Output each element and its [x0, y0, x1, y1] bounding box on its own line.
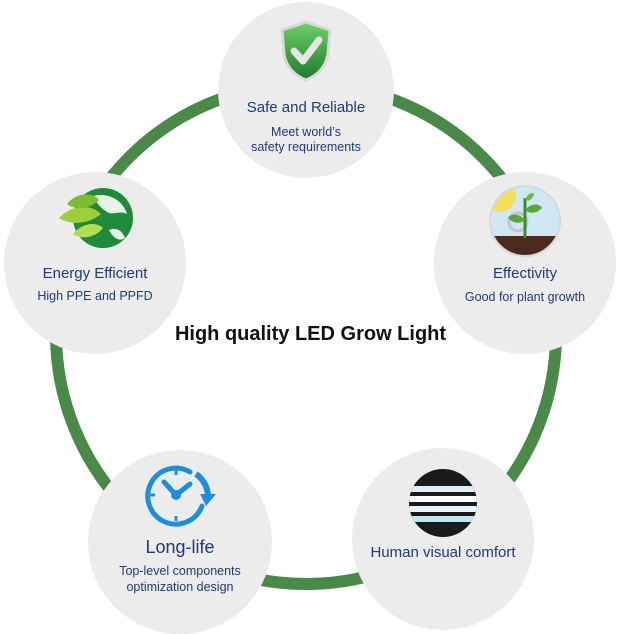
diagram-title: High quality LED Grow Light	[174, 323, 447, 345]
feature-effectivity: Effectivity Good for plant growth	[434, 172, 616, 354]
feature-title: Long-life	[145, 537, 215, 557]
feature-subtitle: Top-level components	[119, 564, 241, 578]
feature-subtitle: High PPE and PPFD	[37, 289, 153, 303]
feature-subtitle: safety requirements	[251, 140, 361, 154]
plant-sun-icon	[489, 185, 561, 257]
feature-title: Human visual comfort	[370, 544, 516, 561]
feature-subtitle: optimization design	[126, 580, 234, 594]
feature-title: Safe and Reliable	[246, 99, 366, 116]
shield-check-icon	[280, 20, 332, 82]
feature-safe-and-reliable: Safe and Reliable Meet world’s safety re…	[218, 2, 394, 178]
feature-title: Effectivity	[493, 265, 557, 282]
feature-human-visual-comfort: Human visual comfort	[352, 448, 534, 630]
feature-subtitle: Good for plant growth	[464, 290, 586, 304]
clock-icon	[145, 465, 216, 527]
feature-long-life: Long-life Top-level components optimizat…	[88, 450, 272, 634]
light-stripes-icon	[409, 469, 477, 537]
feature-energy-efficient: Energy Efficient High PPE and PPFD	[4, 172, 186, 354]
leaf-globe-icon	[59, 188, 133, 248]
feature-title: Energy Efficient	[42, 265, 148, 282]
feature-subtitle: Meet world’s	[271, 125, 341, 139]
